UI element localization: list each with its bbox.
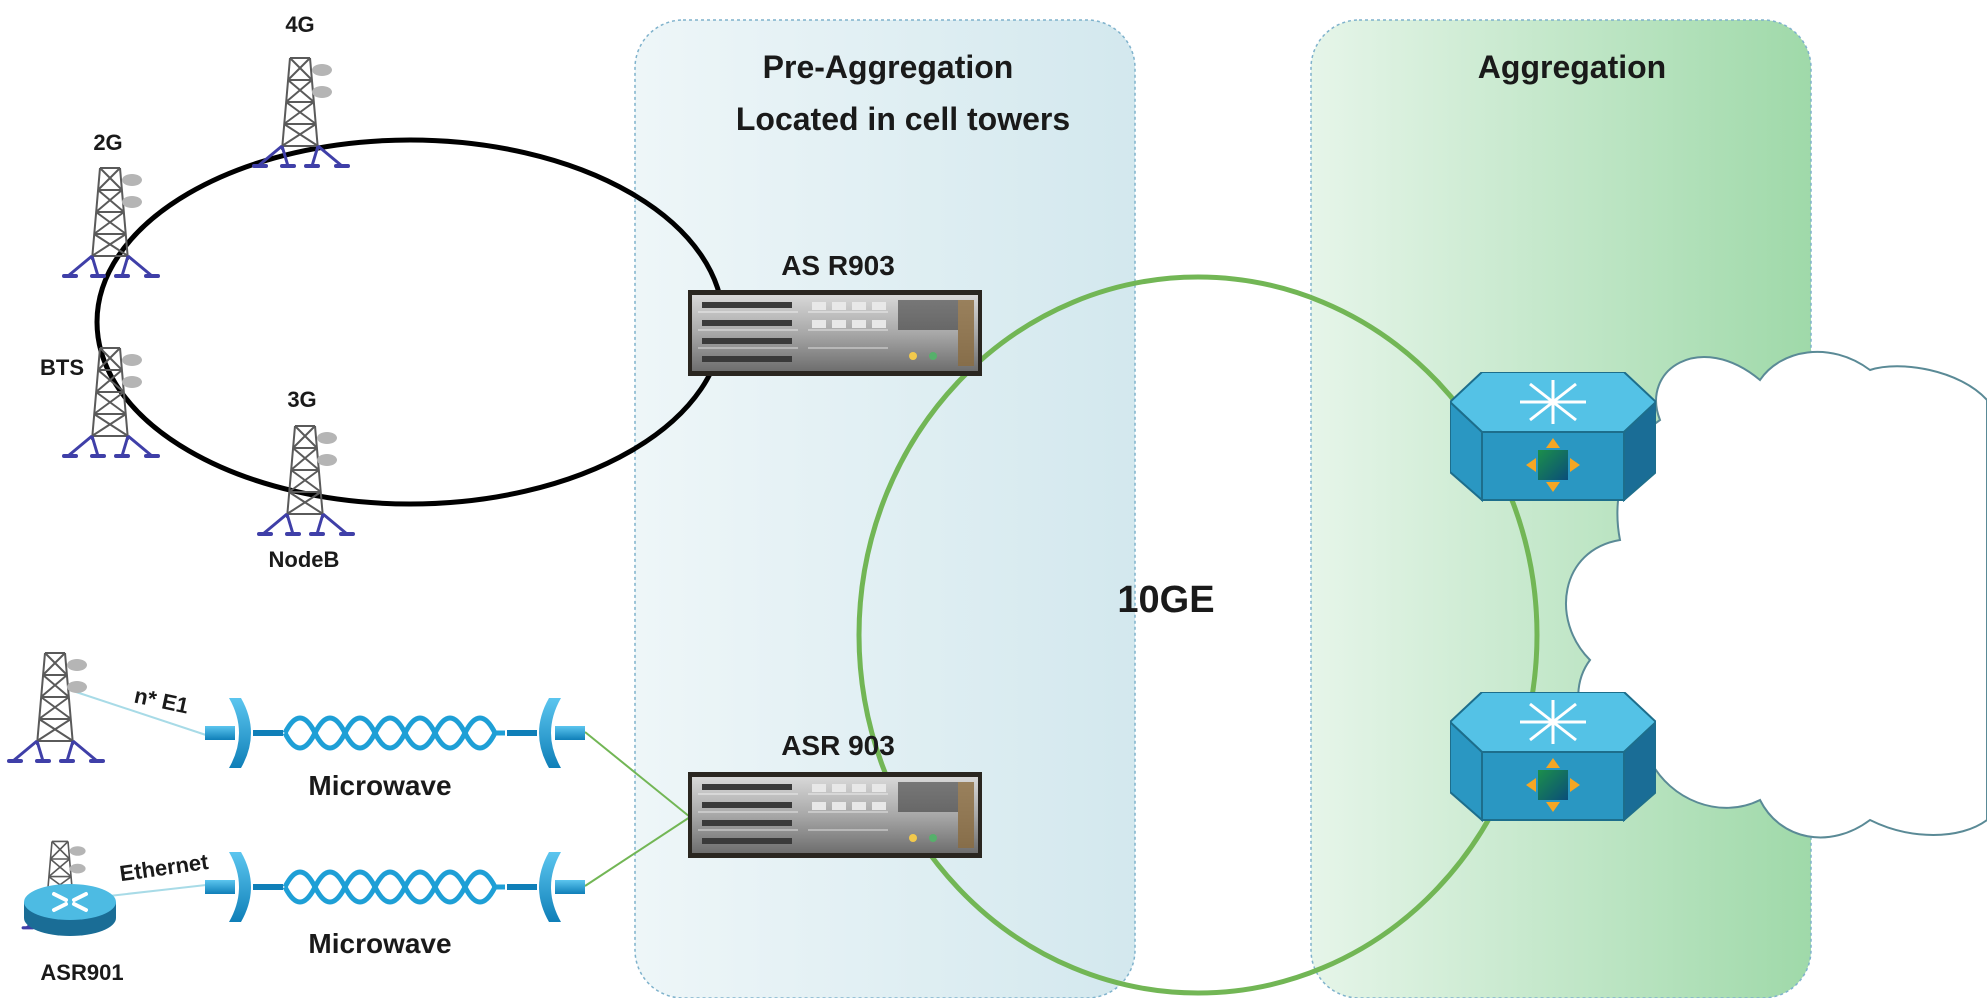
microwave-link-icon xyxy=(205,698,585,768)
tower-2g-label: 2G xyxy=(93,130,122,155)
aggregation-title: Aggregation xyxy=(1478,49,1666,85)
microwave-link-icon xyxy=(205,852,585,922)
ethernet-link xyxy=(99,884,207,898)
router-icon xyxy=(22,882,118,938)
cell-tower-icon xyxy=(5,651,105,765)
asr901-label: ASR901 xyxy=(40,960,123,985)
pre-aggregation-subtitle: Located in cell towers xyxy=(736,101,1070,137)
router-top-label: AS R903 xyxy=(781,250,895,281)
layer3-switch-icon[interactable] xyxy=(1450,372,1656,502)
core-cloud-icon xyxy=(1565,350,1987,839)
ethernet-link-label: Ethernet xyxy=(118,849,211,886)
microwave-bottom-label: Microwave xyxy=(308,928,451,959)
access-ring xyxy=(94,137,726,507)
tower-3g-label: 3G xyxy=(287,387,316,412)
layer3-switch-icon[interactable] xyxy=(1450,692,1656,822)
microwave-top-uplink xyxy=(584,731,691,818)
router-chassis-icon[interactable] xyxy=(688,290,982,376)
ten-ge-ring xyxy=(856,274,1540,996)
ten-ge-label: 10GE xyxy=(1117,579,1214,621)
e1-link xyxy=(69,689,207,736)
cell-tower-icon xyxy=(255,424,355,538)
tower-4g-label: 4G xyxy=(285,12,314,37)
tower-bts-label: BTS xyxy=(40,355,84,380)
tower-nodeb-label: NodeB xyxy=(269,547,340,572)
microwave-top-label: Microwave xyxy=(308,770,451,801)
router-chassis-icon[interactable] xyxy=(688,772,982,858)
pre-aggregation-zone xyxy=(634,19,1136,998)
microwave-bottom-uplink xyxy=(584,816,691,887)
pre-aggregation-title: Pre-Aggregation xyxy=(763,49,1014,85)
router-bottom-label: ASR 903 xyxy=(781,730,895,761)
